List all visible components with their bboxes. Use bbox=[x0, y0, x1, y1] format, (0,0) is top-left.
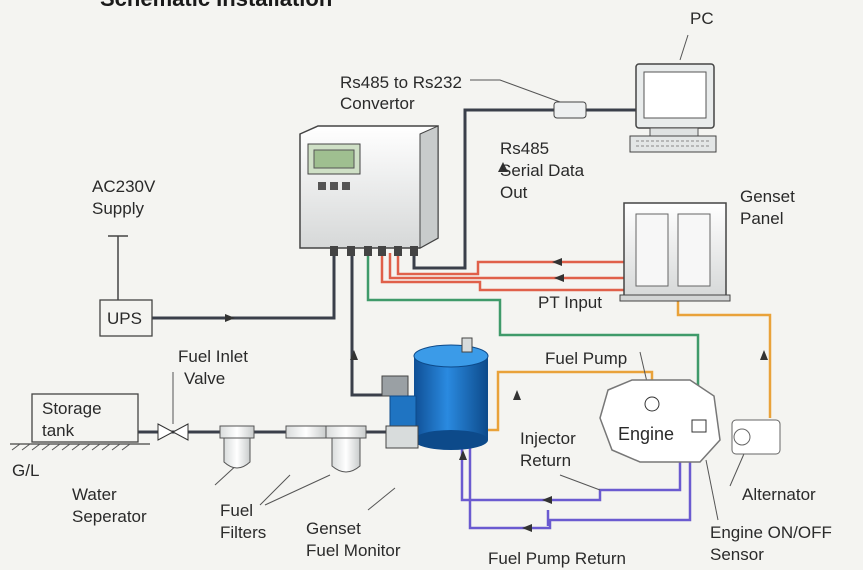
serial-label-line1: Rs485 bbox=[500, 139, 550, 158]
alternator-cable bbox=[676, 298, 772, 418]
genset-panel-label-line1: Genset bbox=[740, 187, 795, 206]
fuel-monitor-label-line1: Genset bbox=[306, 519, 361, 538]
ups-label: UPS bbox=[107, 309, 142, 328]
ground-level-label: G/L bbox=[12, 461, 40, 480]
serial-label-line3: Out bbox=[500, 183, 528, 202]
ups-power-cable bbox=[152, 250, 336, 320]
pt-input-cable-2 bbox=[380, 253, 630, 292]
pt-input-label: PT Input bbox=[538, 293, 602, 312]
water-separator-icon bbox=[219, 425, 255, 469]
engine-sensor-label-line1: Engine ON/OFF bbox=[710, 523, 832, 542]
ups-box bbox=[99, 299, 153, 337]
genset-panel-label-line2: Panel bbox=[740, 209, 784, 228]
convertor-icon bbox=[553, 101, 587, 119]
convertor-label-line2: Convertor bbox=[340, 94, 415, 113]
engine-sensor-label-line2: Sensor bbox=[710, 545, 764, 564]
fuel-inlet-label-line2: Valve bbox=[184, 369, 226, 388]
ac-supply-label-line1: AC230V bbox=[92, 177, 156, 196]
fuel-filters-label-line2: Filters bbox=[220, 523, 267, 542]
serial-cable bbox=[412, 108, 555, 270]
storage-tank-label-line1: Storage bbox=[42, 399, 102, 418]
engine-icon bbox=[599, 379, 721, 463]
alternator-label: Alternator bbox=[742, 485, 816, 504]
fuel-filter-icon bbox=[285, 425, 367, 473]
pc-label: PC bbox=[690, 9, 714, 28]
engine-sensor-cable bbox=[366, 253, 700, 420]
level-sensor-cable bbox=[350, 250, 395, 397]
fuel-pump-return-label: Fuel Pump Return bbox=[488, 549, 626, 568]
alternator-icon bbox=[731, 419, 781, 455]
pc-icon bbox=[629, 63, 717, 153]
injector-return-label-line1: Injector bbox=[520, 429, 576, 448]
water-separator-label-line2: Seperator bbox=[72, 507, 147, 526]
pt-input-cable-3 bbox=[388, 253, 630, 280]
ac-supply-label-line2: Supply bbox=[92, 199, 144, 218]
storage-tank-icon bbox=[10, 393, 150, 451]
water-separator-label-line1: Water bbox=[72, 485, 117, 504]
fuel-monitor-tank-icon bbox=[381, 337, 489, 450]
engine-label: Engine bbox=[618, 424, 675, 444]
fuel-inlet-valve-icon bbox=[157, 423, 189, 441]
fuel-inlet-label-line1: Fuel Inlet bbox=[178, 347, 248, 366]
genset-panel-icon bbox=[619, 202, 731, 302]
diagram-title: Schematic Installation bbox=[100, 0, 332, 12]
fuel-filters-label-line1: Fuel bbox=[220, 501, 254, 520]
flow-arrows bbox=[225, 162, 768, 532]
serial-label-line2: Serial Data bbox=[500, 161, 585, 180]
fuel-pump-label: Fuel Pump bbox=[545, 349, 628, 368]
fuel-pump-return-line bbox=[468, 440, 692, 530]
injector-return-line bbox=[460, 440, 682, 502]
convertor-label-line1: Rs485 to Rs232 bbox=[340, 73, 462, 92]
pt-input-cable-1 bbox=[396, 253, 630, 276]
fuel-monitor-label-line2: Fuel Monitor bbox=[306, 541, 401, 560]
injector-return-label-line2: Return bbox=[520, 451, 572, 470]
storage-tank-label-line2: tank bbox=[42, 421, 75, 440]
controller-box-icon bbox=[299, 125, 439, 256]
